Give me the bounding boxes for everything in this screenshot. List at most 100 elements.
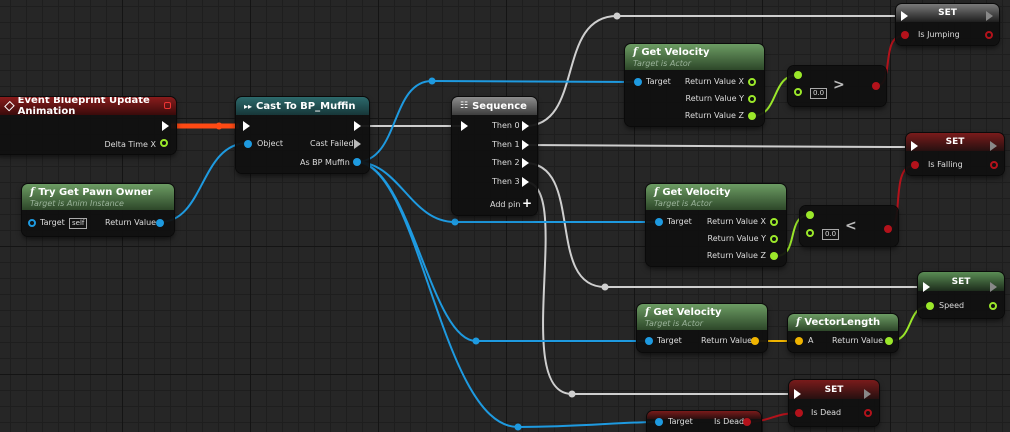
target-in-pin[interactable] (655, 418, 663, 426)
is-jumping-out-pin[interactable] (985, 31, 993, 39)
as-bp-muffin-pin[interactable] (353, 158, 361, 166)
target-label: Target (668, 417, 693, 426)
node-title: SET (824, 384, 844, 395)
event-update-animation-node[interactable]: Event Blueprint Update Animation Delta T… (0, 97, 176, 154)
bool-out-pin[interactable] (884, 225, 892, 233)
target-in-pin[interactable] (634, 78, 642, 86)
node-title: Get Velocity (641, 46, 710, 58)
greater-compare-node[interactable]: 0.0 > (788, 66, 886, 106)
exec-out-pin[interactable] (990, 141, 997, 151)
obj-wire-cast-getdead (355, 161, 659, 429)
exec-in-pin[interactable] (923, 282, 930, 292)
add-pin-plus-icon[interactable]: + (522, 196, 533, 210)
sequence-icon: ☷ (460, 101, 469, 111)
is-dead-out-pin[interactable] (743, 418, 751, 426)
is-falling-label: Is Falling (928, 160, 963, 169)
get-is-dead-node[interactable]: Target Is Dead (647, 411, 761, 432)
reroute-dot (215, 122, 223, 130)
is-jumping-label: Is Jumping (918, 30, 960, 39)
b-in-pin[interactable] (806, 229, 814, 237)
speed-out-pin[interactable] (989, 302, 997, 310)
node-subtitle: Target is Actor (645, 318, 704, 328)
target-in-pin[interactable] (655, 218, 663, 226)
exec-out-pin[interactable] (354, 121, 361, 131)
is-jumping-in-pin[interactable] (901, 31, 909, 39)
b-value-box[interactable]: 0.0 (822, 229, 840, 240)
then-3-pin[interactable] (522, 177, 529, 187)
is-dead-in-pin[interactable] (795, 409, 803, 417)
return-value-pin[interactable] (751, 337, 759, 345)
return-z-pin[interactable] (770, 252, 778, 260)
is-falling-in-pin[interactable] (911, 161, 919, 169)
b-in-pin[interactable] (794, 88, 802, 96)
a-in-pin[interactable] (795, 337, 803, 345)
less-compare-node[interactable]: 0.0 < (800, 206, 898, 246)
return-x-pin[interactable] (748, 78, 756, 86)
vector-length-node[interactable]: f VectorLength A Return Value (788, 314, 898, 352)
then-2-pin[interactable] (522, 158, 529, 168)
node-title: Get Velocity (662, 186, 731, 198)
cast-icon: ▸▸ (244, 101, 253, 111)
b-value-box[interactable]: 0.0 (810, 88, 828, 99)
object-in-pin[interactable] (244, 140, 252, 148)
function-icon: f (633, 46, 638, 58)
return-value-pin[interactable] (156, 219, 164, 227)
set-is-dead-node[interactable]: SET Is Dead (789, 380, 879, 426)
return-z-label: Return Value Z (684, 111, 744, 120)
return-value-pin[interactable] (885, 337, 893, 345)
return-value-label: Return Value (105, 218, 157, 227)
speed-label: Speed (939, 301, 965, 310)
return-z-pin[interactable] (748, 112, 756, 120)
a-in-pin[interactable] (794, 71, 802, 79)
then-1-pin[interactable] (522, 140, 529, 150)
target-label: Target (657, 336, 682, 345)
sequence-node[interactable]: ☷ Sequence Then 0 Then 1 Then 2 Then 3 A… (452, 97, 537, 215)
cast-failed-pin[interactable] (354, 139, 361, 149)
add-pin-label[interactable]: Add pin (490, 200, 521, 209)
less-operator: < (845, 218, 857, 234)
exec-out-pin[interactable] (162, 121, 169, 131)
node-subtitle: Target is Actor (633, 58, 692, 68)
cast-to-bp-muffin-node[interactable]: ▸▸ Cast To BP_Muffin Object Cast Failed … (236, 97, 369, 173)
function-icon: f (796, 317, 801, 328)
exec-out-pin[interactable] (864, 389, 871, 399)
exec-in-pin[interactable] (911, 141, 918, 151)
self-value-box[interactable]: self (69, 218, 88, 229)
target-in-pin[interactable] (645, 337, 653, 345)
bool-out-pin[interactable] (872, 82, 880, 90)
node-title: Try Get Pawn Owner (38, 186, 153, 198)
exec-in-pin[interactable] (243, 121, 250, 131)
target-in-pin[interactable] (28, 219, 36, 227)
is-falling-out-pin[interactable] (990, 161, 998, 169)
exec-in-pin[interactable] (461, 121, 468, 131)
return-value-label: Return Value (832, 336, 884, 345)
exec-in-pin[interactable] (794, 389, 801, 399)
then-0-pin[interactable] (522, 121, 529, 131)
then-0-label: Then 0 (492, 121, 520, 130)
set-speed-node[interactable]: SET Speed (918, 272, 1004, 318)
node-subtitle: Target is Actor (654, 198, 713, 208)
is-dead-out-pin[interactable] (864, 409, 872, 417)
return-y-label: Return Value Y (707, 234, 767, 243)
cast-failed-label: Cast Failed (310, 139, 354, 148)
return-x-pin[interactable] (770, 218, 778, 226)
exec-out-pin[interactable] (990, 282, 997, 292)
speed-in-pin[interactable] (926, 302, 934, 310)
delegate-pin[interactable] (164, 102, 171, 109)
delta-time-pin[interactable] (160, 139, 168, 147)
is-dead-label: Is Dead (811, 408, 842, 417)
target-label: Target (40, 218, 65, 227)
exec-in-pin[interactable] (901, 11, 908, 21)
a-in-pin[interactable] (806, 211, 814, 219)
exec-out-pin[interactable] (986, 11, 993, 21)
set-is-jumping-node[interactable]: SET Is Jumping (896, 4, 999, 45)
is-dead-label: Is Dead (714, 417, 745, 426)
return-y-pin[interactable] (748, 95, 756, 103)
set-is-falling-node[interactable]: SET Is Falling (906, 133, 1004, 175)
return-y-pin[interactable] (770, 235, 778, 243)
